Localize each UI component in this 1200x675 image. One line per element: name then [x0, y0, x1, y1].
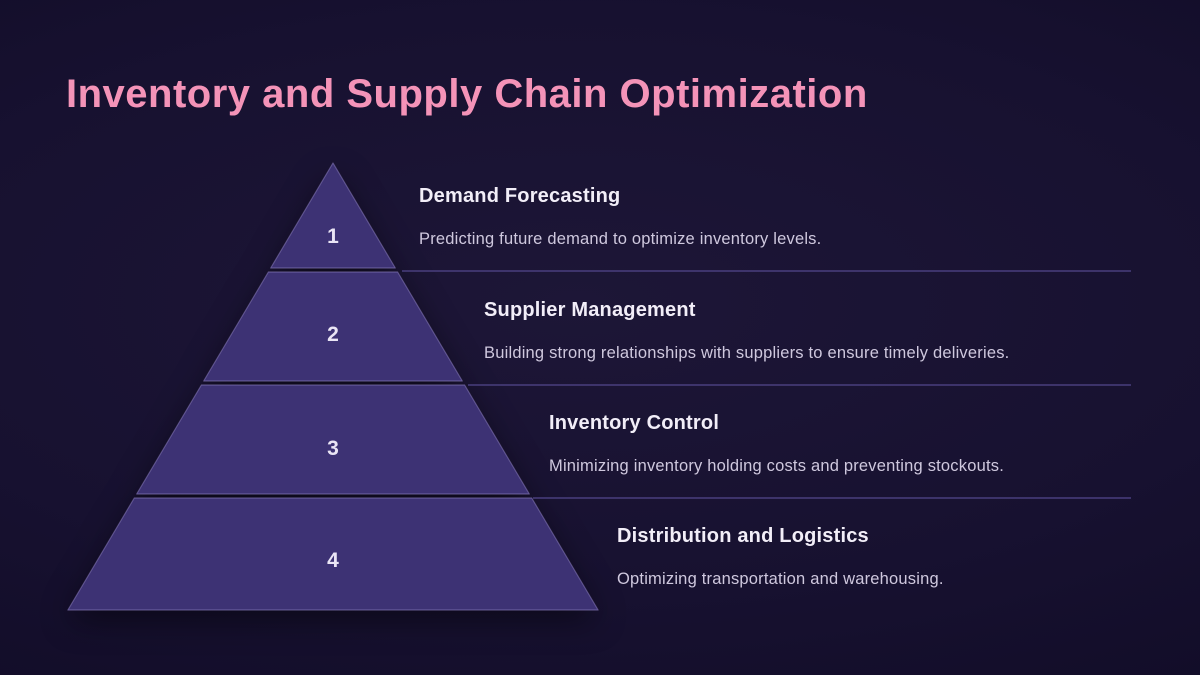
level-2-text: Supplier Management Building strong rela… [484, 299, 1009, 363]
pyramid-level-2-number: 2 [327, 323, 339, 346]
divider-lines [402, 270, 1131, 499]
pyramid-level-1-number: 1 [327, 225, 339, 248]
level-3-description: Minimizing inventory holding costs and p… [549, 457, 1004, 475]
level-1-description: Predicting future demand to optimize inv… [419, 230, 822, 248]
pyramid-level-3-number: 3 [327, 437, 339, 460]
pyramid-level-1-shape [270, 162, 396, 269]
pyramid-level-2-shape [203, 271, 463, 382]
level-2-description: Building strong relationships with suppl… [484, 344, 1010, 362]
level-4-description: Optimizing transportation and warehousin… [617, 570, 944, 588]
level-1-text: Demand Forecasting Predicting future dem… [419, 185, 821, 249]
pyramid-segments [67, 162, 599, 611]
slide-title: Inventory and Supply Chain Optimization [66, 72, 868, 116]
level-3-text: Inventory Control Minimizing inventory h… [549, 412, 1004, 476]
level-4-title: Distribution and Logistics [617, 525, 869, 547]
level-3-title: Inventory Control [549, 412, 720, 434]
level-2-title: Supplier Management [484, 299, 696, 321]
level-4-text: Distribution and Logistics Optimizing tr… [617, 525, 944, 589]
pyramid-level-4-number: 4 [327, 549, 339, 572]
pyramid-level-3-shape [136, 384, 530, 495]
level-1-title: Demand Forecasting [419, 185, 621, 207]
pyramid-level-4-shape [67, 497, 599, 611]
